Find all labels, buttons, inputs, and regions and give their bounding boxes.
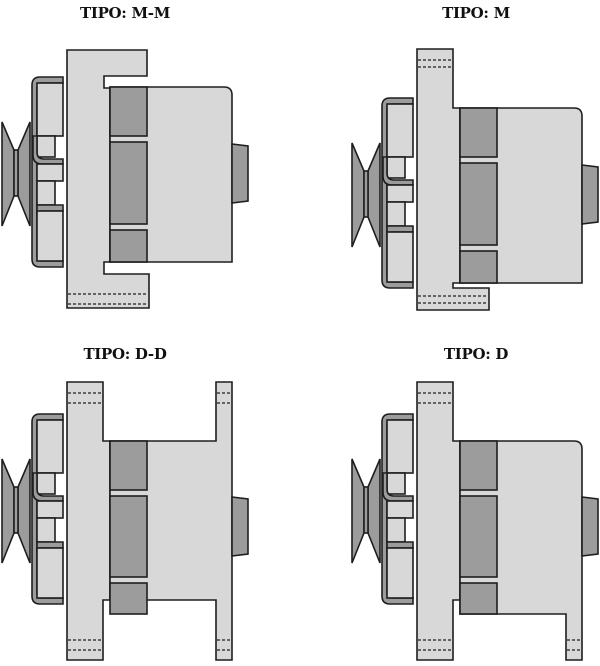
alternator-m <box>351 48 599 311</box>
alternator-d <box>351 381 599 661</box>
panel-title-m-m: TIPO: M-M <box>79 4 171 22</box>
panel-title-m: TIPO: M <box>442 4 510 22</box>
alternator-m-m <box>1 49 249 309</box>
alternator-d-d <box>1 381 249 661</box>
panel-title-d-d: TIPO: D-D <box>83 345 167 363</box>
panel-title-d: TIPO: D <box>443 345 509 363</box>
